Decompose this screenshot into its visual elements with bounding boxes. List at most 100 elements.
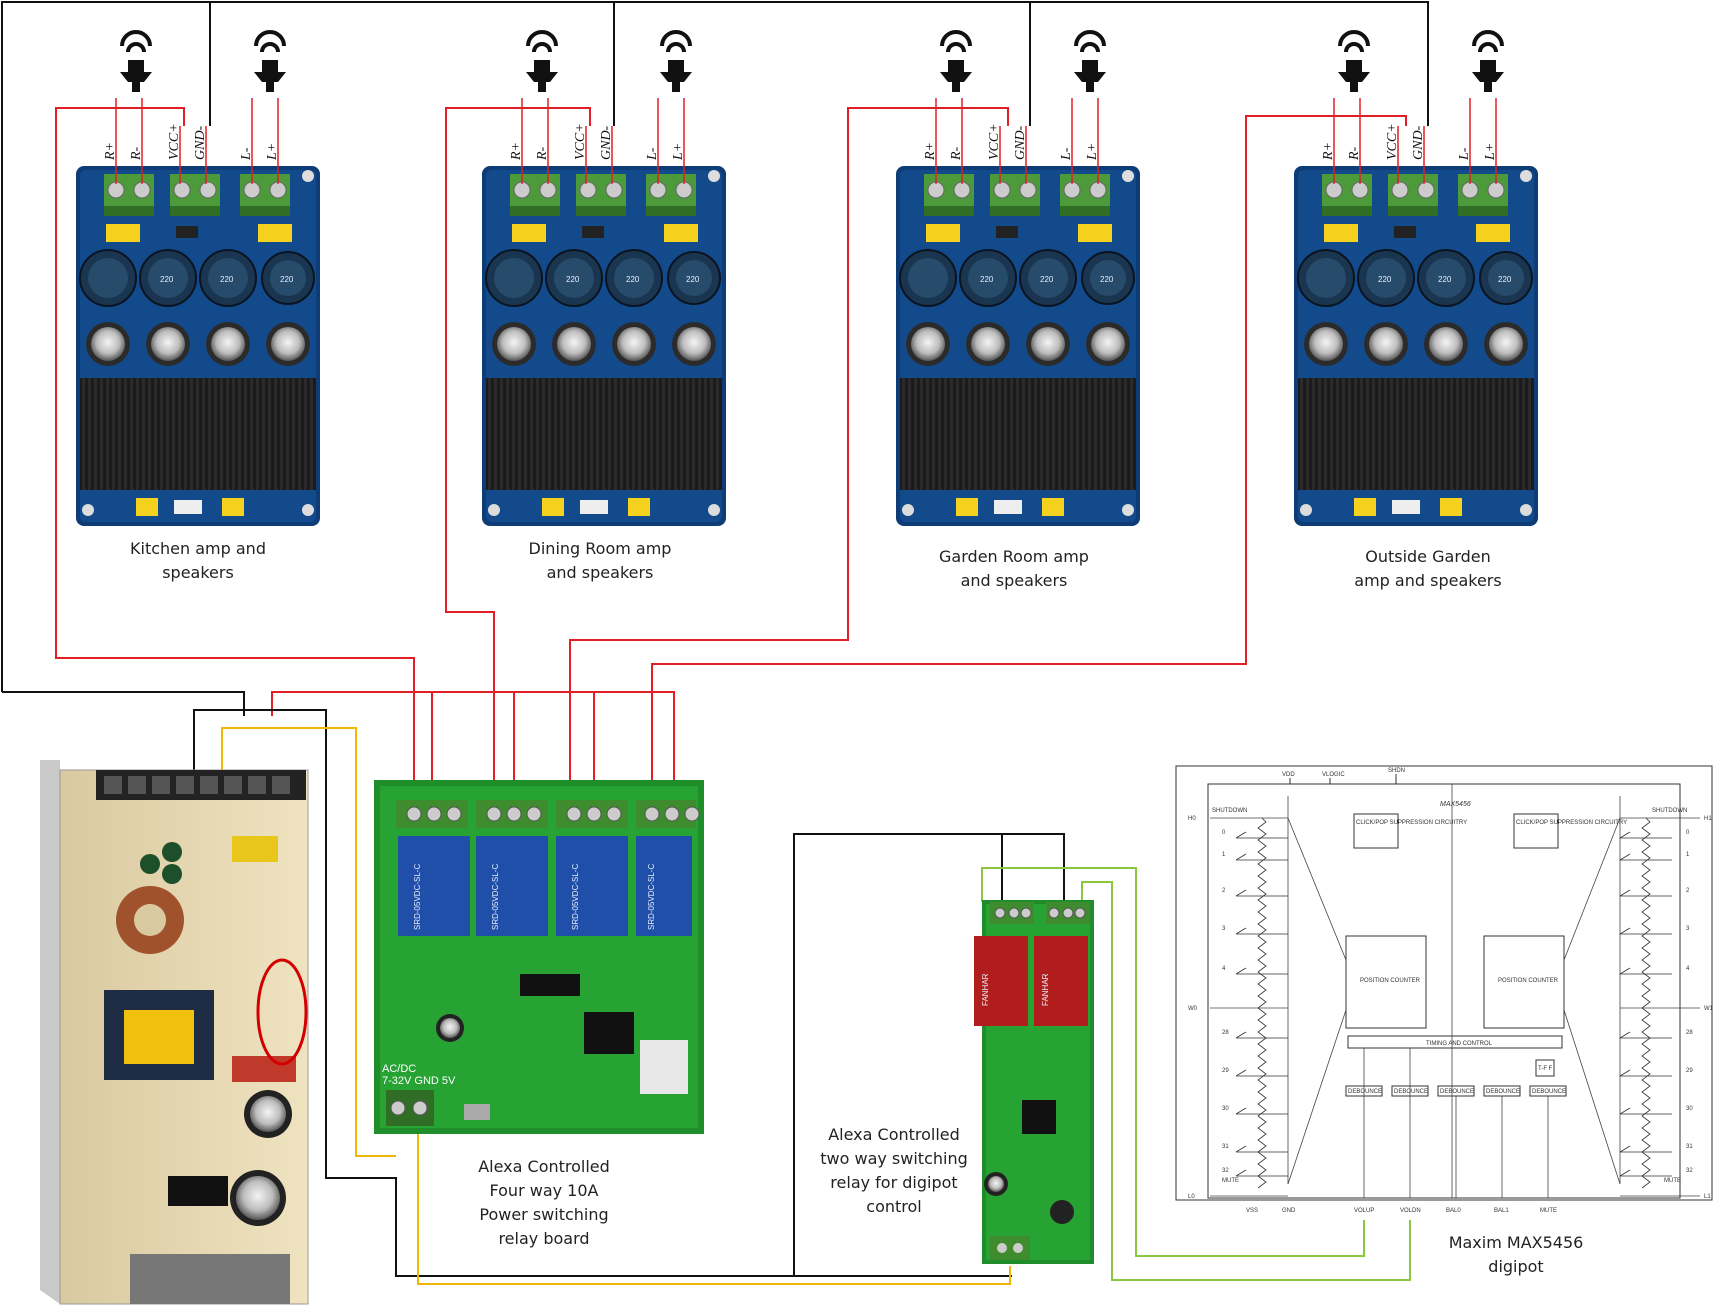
tap-number: 32 (1222, 1168, 1229, 1174)
relay-brand-text: FANHAR (1041, 973, 1050, 1006)
block-label: CLICK/POP SUPPRESSION CIRCUITRY (1356, 820, 1467, 826)
shutdown-label: SHUTDOWN (1212, 808, 1247, 814)
wiring (1, 1, 1429, 1285)
block-label: POSITION COUNTER (1360, 978, 1421, 984)
pin-label: VCC+ (987, 123, 1002, 160)
resistor-string (1257, 817, 1267, 1189)
positive-wire (55, 107, 415, 810)
two-way-relay-board: FANHAR FANHAR (974, 900, 1094, 1264)
tap-number: 32 (1686, 1168, 1693, 1174)
tap-number: 4 (1222, 966, 1226, 972)
signal-wire (221, 727, 396, 1157)
pin-label: SHDN (1388, 768, 1405, 774)
pin-label: VSS (1246, 1208, 1258, 1214)
tap-number: 29 (1686, 1068, 1693, 1074)
capacitor-marking: 220 (980, 275, 994, 284)
pin-label: L- (1059, 147, 1074, 161)
speaker-icon (1472, 30, 1504, 92)
capacitor-marking: 220 (220, 275, 234, 284)
pin-label: L- (645, 147, 660, 161)
relay-model-text: SRD-05VDC-SL-C (571, 864, 580, 930)
tap-number: 1 (1222, 852, 1226, 858)
pin-label: R+ (509, 142, 524, 161)
pin-label: BAL1 (1494, 1208, 1509, 1214)
pin-label: BAL0 (1446, 1208, 1461, 1214)
max5456-schematic: MAX5456 VDD VLOGIC SHDN CLICK/POP SUPPRE… (1175, 765, 1714, 1214)
tap-number: 0 (1222, 830, 1226, 836)
block-label: DEBOUNCE (1486, 1089, 1520, 1095)
tap-number: 2 (1222, 888, 1226, 894)
speaker-icon (526, 30, 558, 92)
resistor-string (1641, 817, 1651, 1189)
pin-label: R+ (1321, 142, 1336, 161)
speaker-icon (1338, 30, 1370, 92)
pin-label: W0 (1188, 1006, 1198, 1012)
tap-number: 3 (1686, 926, 1690, 932)
chip-name: MAX5456 (1440, 801, 1471, 808)
pin-label: L- (1457, 147, 1472, 161)
capacitor-marking: 220 (1100, 275, 1114, 284)
relay-model-text: SRD-05VDC-SL-C (647, 864, 656, 930)
positive-wire (271, 691, 675, 810)
power-input-label: AC/DC (382, 1063, 416, 1075)
pin-label: GND- (193, 125, 208, 160)
pin-label: R+ (923, 142, 938, 161)
tap-number: 30 (1686, 1106, 1693, 1112)
pin-label: VCC+ (167, 123, 182, 160)
capacitor-marking: 220 (1040, 275, 1054, 284)
pin-label: GND- (599, 125, 614, 160)
pin-label: VOLUP (1354, 1208, 1374, 1214)
positive-wire (569, 107, 1009, 810)
ff-label: T-F F (1538, 1066, 1553, 1072)
signal-wire (981, 867, 1365, 1257)
signal-wire (417, 1128, 1011, 1285)
pin-label: GND (1282, 1208, 1296, 1214)
pin-label: GND- (1013, 125, 1028, 160)
tap-number: 30 (1222, 1106, 1229, 1112)
relay-brand-text: FANHAR (981, 973, 990, 1006)
speaker-icon (254, 30, 286, 92)
pin-label: H1 (1704, 816, 1712, 822)
ground-wire (193, 709, 1012, 1277)
capacitor-marking: 220 (1438, 275, 1452, 284)
capacitor-marking: 220 (626, 275, 640, 284)
block-label: DEBOUNCE (1348, 1089, 1382, 1095)
tap-number: 28 (1686, 1030, 1693, 1036)
ground-wire (2, 691, 245, 716)
tap-number: 31 (1222, 1144, 1229, 1150)
pin-label: W1 (1704, 1006, 1714, 1012)
pin-label: L1 (1704, 1194, 1711, 1200)
shutdown-label: SHUTDOWN (1652, 808, 1687, 814)
block-label: DEBOUNCE (1532, 1089, 1566, 1095)
block-label: CLICK/POP SUPPRESSION CIRCUITRY (1516, 820, 1627, 826)
tap-number: 1 (1686, 852, 1690, 858)
pin-label: VCC+ (573, 123, 588, 160)
pin-label: L+ (1085, 143, 1100, 161)
pin-label: R- (535, 146, 550, 161)
pin-label: GND- (1411, 125, 1426, 160)
capacitor-marking: 220 (1378, 275, 1392, 284)
block-label: DEBOUNCE (1394, 1089, 1428, 1095)
block-label: POSITION COUNTER (1498, 978, 1559, 984)
block-label: TIMING AND CONTROL (1426, 1041, 1493, 1047)
positive-wire (651, 115, 1407, 810)
pin-label: L- (239, 147, 254, 161)
ground-wire (1, 1, 1429, 692)
pin-label: L0 (1188, 1194, 1195, 1200)
pin-label: R+ (103, 142, 118, 161)
pin-label: VOLDN (1400, 1208, 1421, 1214)
pin-label: L+ (671, 143, 686, 161)
tap-number: 29 (1222, 1068, 1229, 1074)
pin-label: L+ (1483, 143, 1498, 161)
pin-label: L+ (265, 143, 280, 161)
pin-label: VDD (1282, 772, 1295, 778)
amplifier-board: 220 220 220 R+R-VCC+GND-L-L+ (76, 30, 320, 526)
tap-number: 0 (1686, 830, 1690, 836)
capacitor-marking: 220 (280, 275, 294, 284)
